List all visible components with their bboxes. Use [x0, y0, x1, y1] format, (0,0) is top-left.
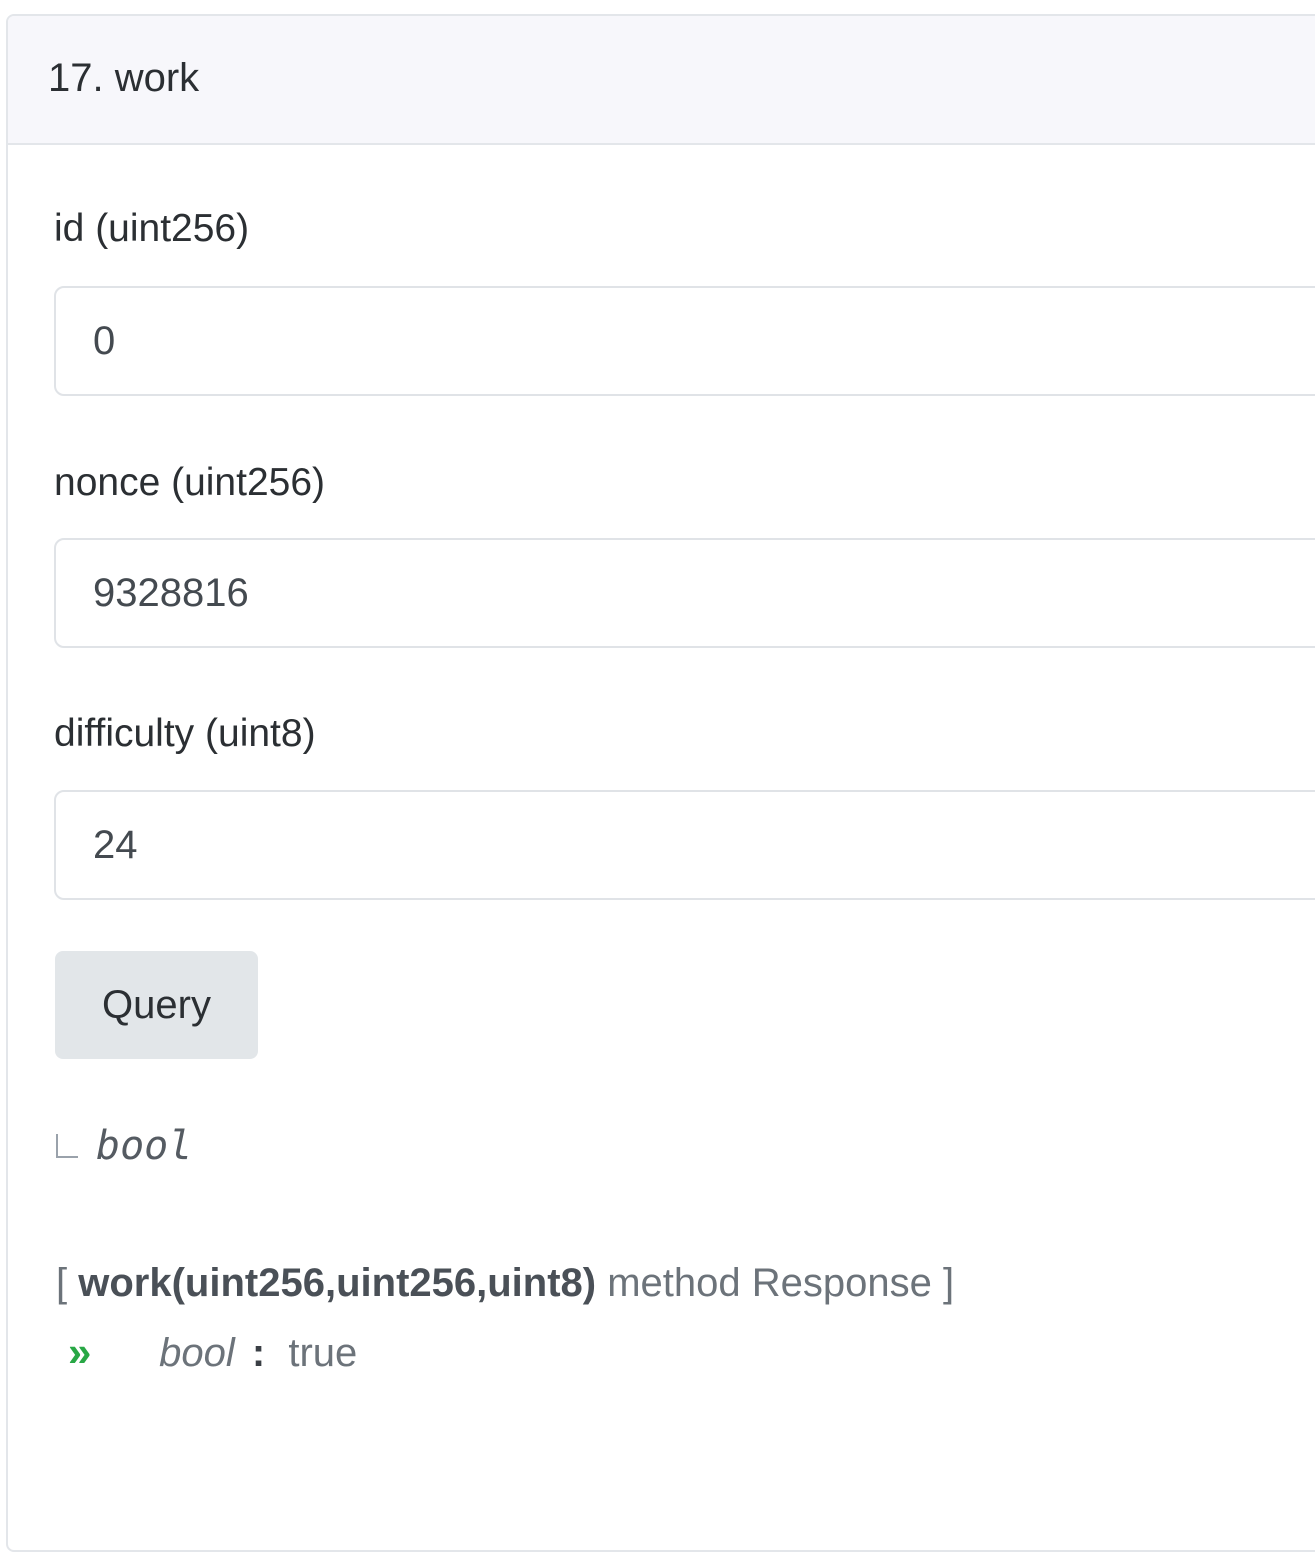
- response-open-bracket: [: [56, 1261, 68, 1305]
- response-header: [ work(uint256,uint256,uint8) method Res…: [56, 1261, 954, 1305]
- response-suffix: method Response: [607, 1261, 932, 1305]
- response-signature: work(uint256,uint256,uint8): [78, 1261, 597, 1305]
- id-input[interactable]: [54, 286, 1315, 396]
- method-title: 17. work: [48, 56, 200, 100]
- result-type: bool: [159, 1331, 235, 1375]
- response-close-bracket: ]: [943, 1261, 955, 1305]
- card-header: 17. work: [8, 16, 1315, 145]
- response-result: » bool : true: [68, 1328, 358, 1375]
- id-field-label: id (uint256): [54, 207, 250, 250]
- method-card: 17. work id (uint256) nonce (uint256) di…: [6, 14, 1315, 1552]
- nonce-input[interactable]: [54, 538, 1315, 648]
- result-value: true: [288, 1331, 358, 1375]
- difficulty-field-label: difficulty (uint8): [54, 712, 316, 755]
- query-button[interactable]: Query: [55, 951, 258, 1059]
- corner-return-icon: [56, 1134, 78, 1158]
- nonce-field-label: nonce (uint256): [54, 461, 326, 504]
- return-type: bool: [96, 1123, 193, 1169]
- result-colon: :: [251, 1331, 266, 1375]
- difficulty-input[interactable]: [54, 790, 1315, 900]
- double-chevron-right-icon: »: [68, 1328, 92, 1375]
